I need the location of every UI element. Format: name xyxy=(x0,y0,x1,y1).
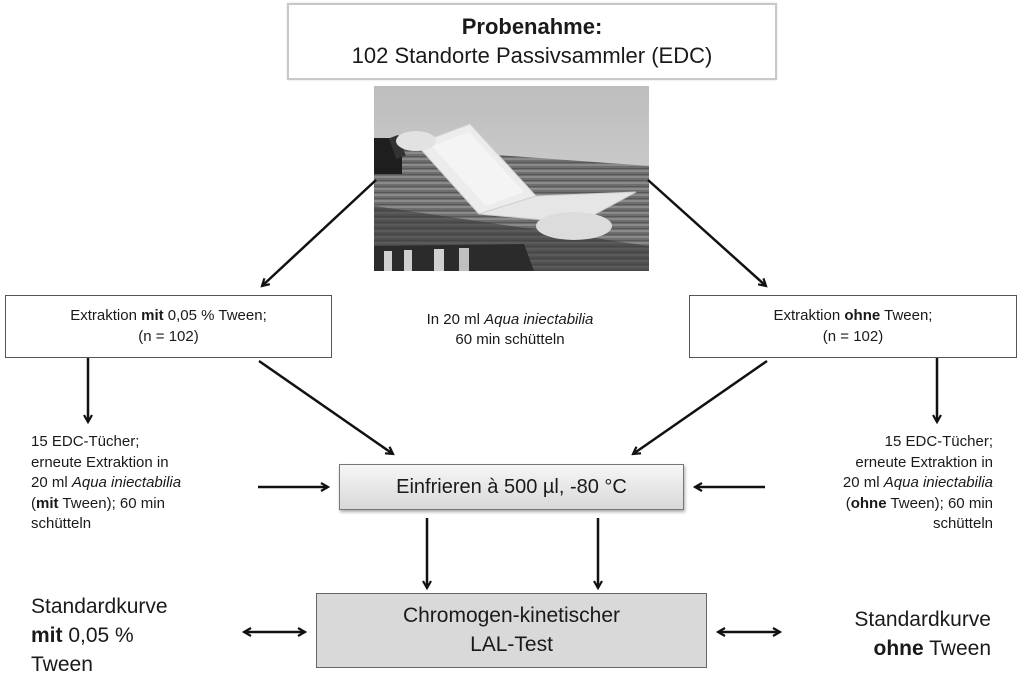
standard-curve-with-tween: Standardkurve mit 0,05 % Tween xyxy=(31,595,168,676)
arrow-extraction-right-to-freeze xyxy=(633,359,768,454)
arrow-photo-to-extraction-right xyxy=(647,179,766,286)
sampling-title: Probenahme: xyxy=(461,14,603,39)
arrow-extraction-left-to-freeze xyxy=(258,359,393,454)
freeze-box: Einfrieren à 500 µl, -80 °C xyxy=(339,464,684,510)
re-extraction-with-tween-note: 15 EDC-Tücher; erneute Extraktion in 20 … xyxy=(31,433,182,532)
sampling-subtitle: 102 Standorte Passivsammler (EDC) xyxy=(351,43,713,68)
shaking-note: In 20 ml Aqua iniectabilia 60 min schütt… xyxy=(426,311,594,348)
standard-curve-without-tween: Standardkurve ohne Tween xyxy=(854,608,991,660)
extraction-without-tween-box: Extraktion ohne Tween; (n = 102) xyxy=(689,295,1017,358)
arrow-photo-to-extraction-left xyxy=(262,179,377,286)
extraction-with-tween-line1: Extraktion mit 0,05 % Tween; xyxy=(70,307,267,324)
sampler-photo-illustration xyxy=(374,86,649,271)
sampler-photo xyxy=(374,86,649,271)
extraction-with-tween-box: Extraktion mit 0,05 % Tween; (n = 102) xyxy=(5,295,332,358)
lal-test-box: Chromogen-kinetischer LAL-Test xyxy=(316,593,707,668)
extraction-without-tween-line1: Extraktion ohne Tween; xyxy=(773,307,933,324)
sampling-box: Probenahme: 102 Standorte Passivsammler … xyxy=(287,3,777,80)
extraction-with-tween-count: (n = 102) xyxy=(138,328,199,345)
extraction-without-tween-count: (n = 102) xyxy=(822,328,884,345)
re-extraction-without-tween-note: 15 EDC-Tücher; erneute Extraktion in 20 … xyxy=(842,433,993,532)
